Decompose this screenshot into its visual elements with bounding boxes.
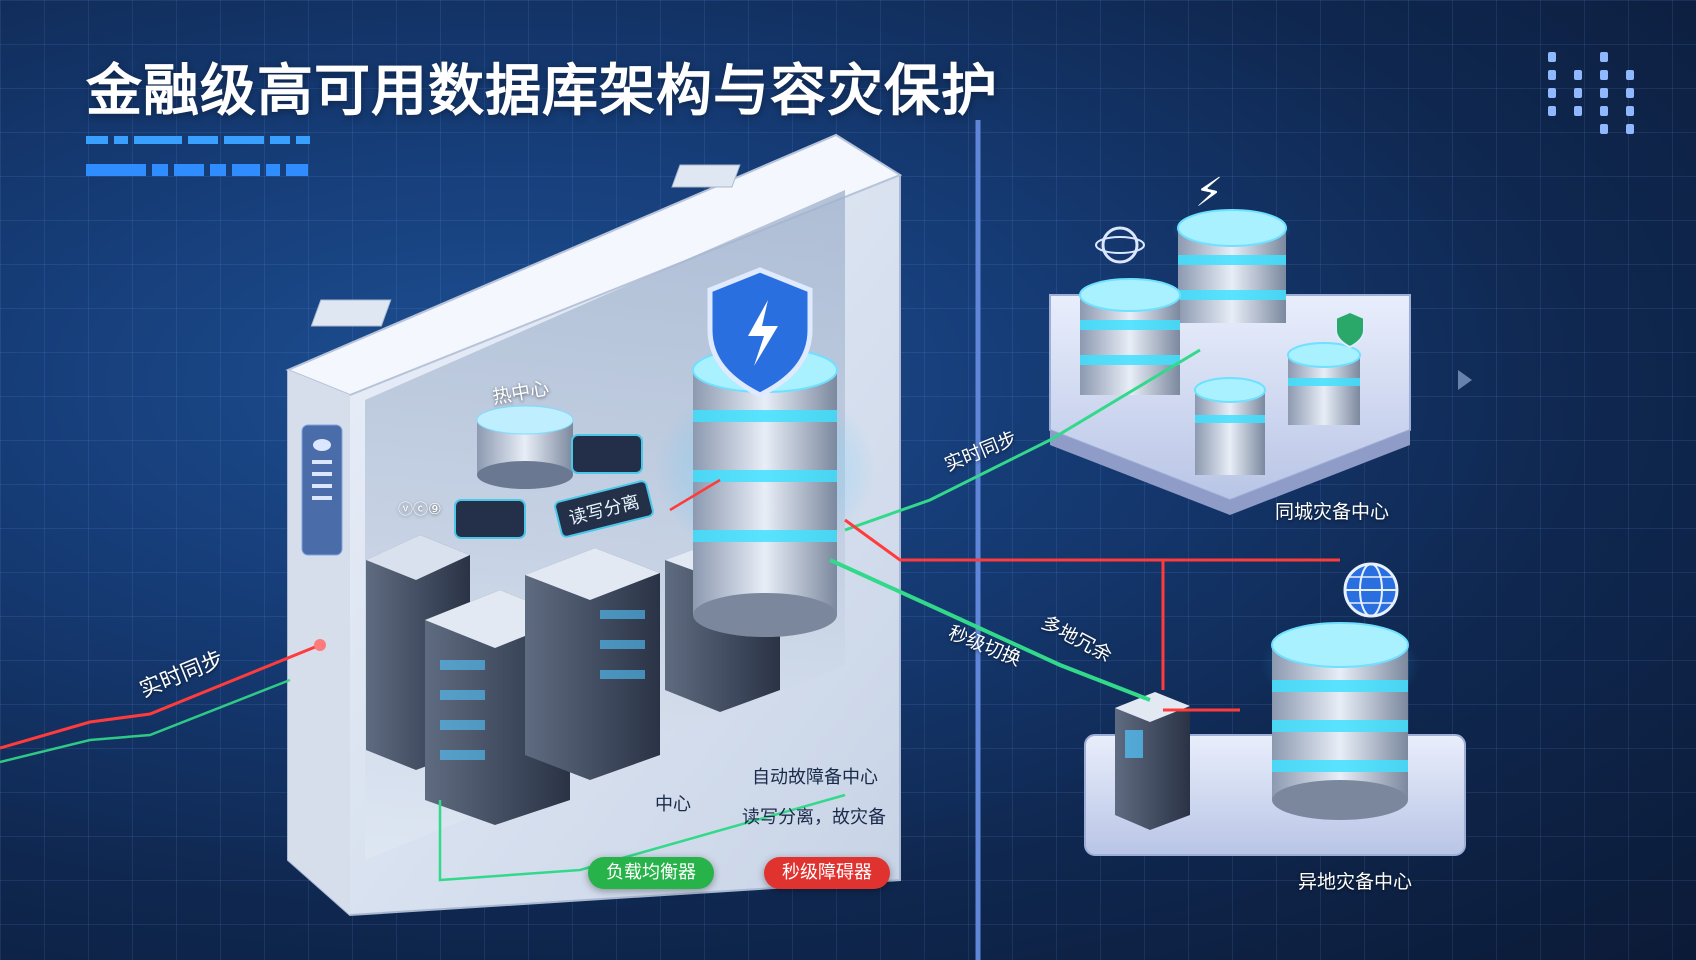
remote-dr-label: 异地灾备中心 [1298,871,1413,893]
side-control-panel [301,424,343,556]
database-icon [1260,620,1420,820]
rw-split-backup-label: 读写分离，故灾备 [742,807,886,828]
database-icon [1287,342,1361,425]
remote-dr-platform [1084,620,1466,856]
same-city-dr-platform [1049,209,1411,515]
lightning-icon: ⚡ [1195,170,1224,216]
decorative-dash-bars [86,136,310,196]
left-sync-green-link [0,678,291,764]
red-link-remote [844,518,1340,562]
shield-bolt-icon [707,267,813,398]
switch-to-remote-link [829,558,1151,702]
gear-globe-icon [1095,226,1145,264]
monitor-tag-icon [454,499,526,539]
database-icon [1194,377,1266,475]
auto-failover-dc-label: 自动故障备中心 [752,767,878,788]
server-rack-icon [525,548,660,780]
server-rack-icon [1115,692,1190,830]
same-city-dr-label: 同城灾备中心 [1275,501,1390,523]
left-sync-red-link [0,643,321,750]
inner-bottom-link [438,793,846,882]
database-icon [476,404,574,489]
link-node-dot [314,639,326,651]
database-icon [655,347,875,637]
page-title: 金融级高可用数据库架构与容灾保护 [86,59,998,124]
chevron-right-icon [1458,370,1472,390]
sync-to-same-city-link [844,348,1201,532]
database-icon [1079,278,1181,395]
load-balancer-badge: 负载均衡器 [588,857,714,889]
shield-check-icon [1335,310,1365,349]
database-icon [1172,209,1292,323]
globe-icon [1343,562,1399,618]
links [0,348,1340,882]
inner-red-link [669,478,721,512]
monitor-tag-icon [571,434,643,474]
second-failover-badge: 秒级障碍器 [764,857,890,889]
center-short-label: 中心 [655,794,691,815]
left-small-label: ⓥⓒ⑨ [398,500,442,518]
